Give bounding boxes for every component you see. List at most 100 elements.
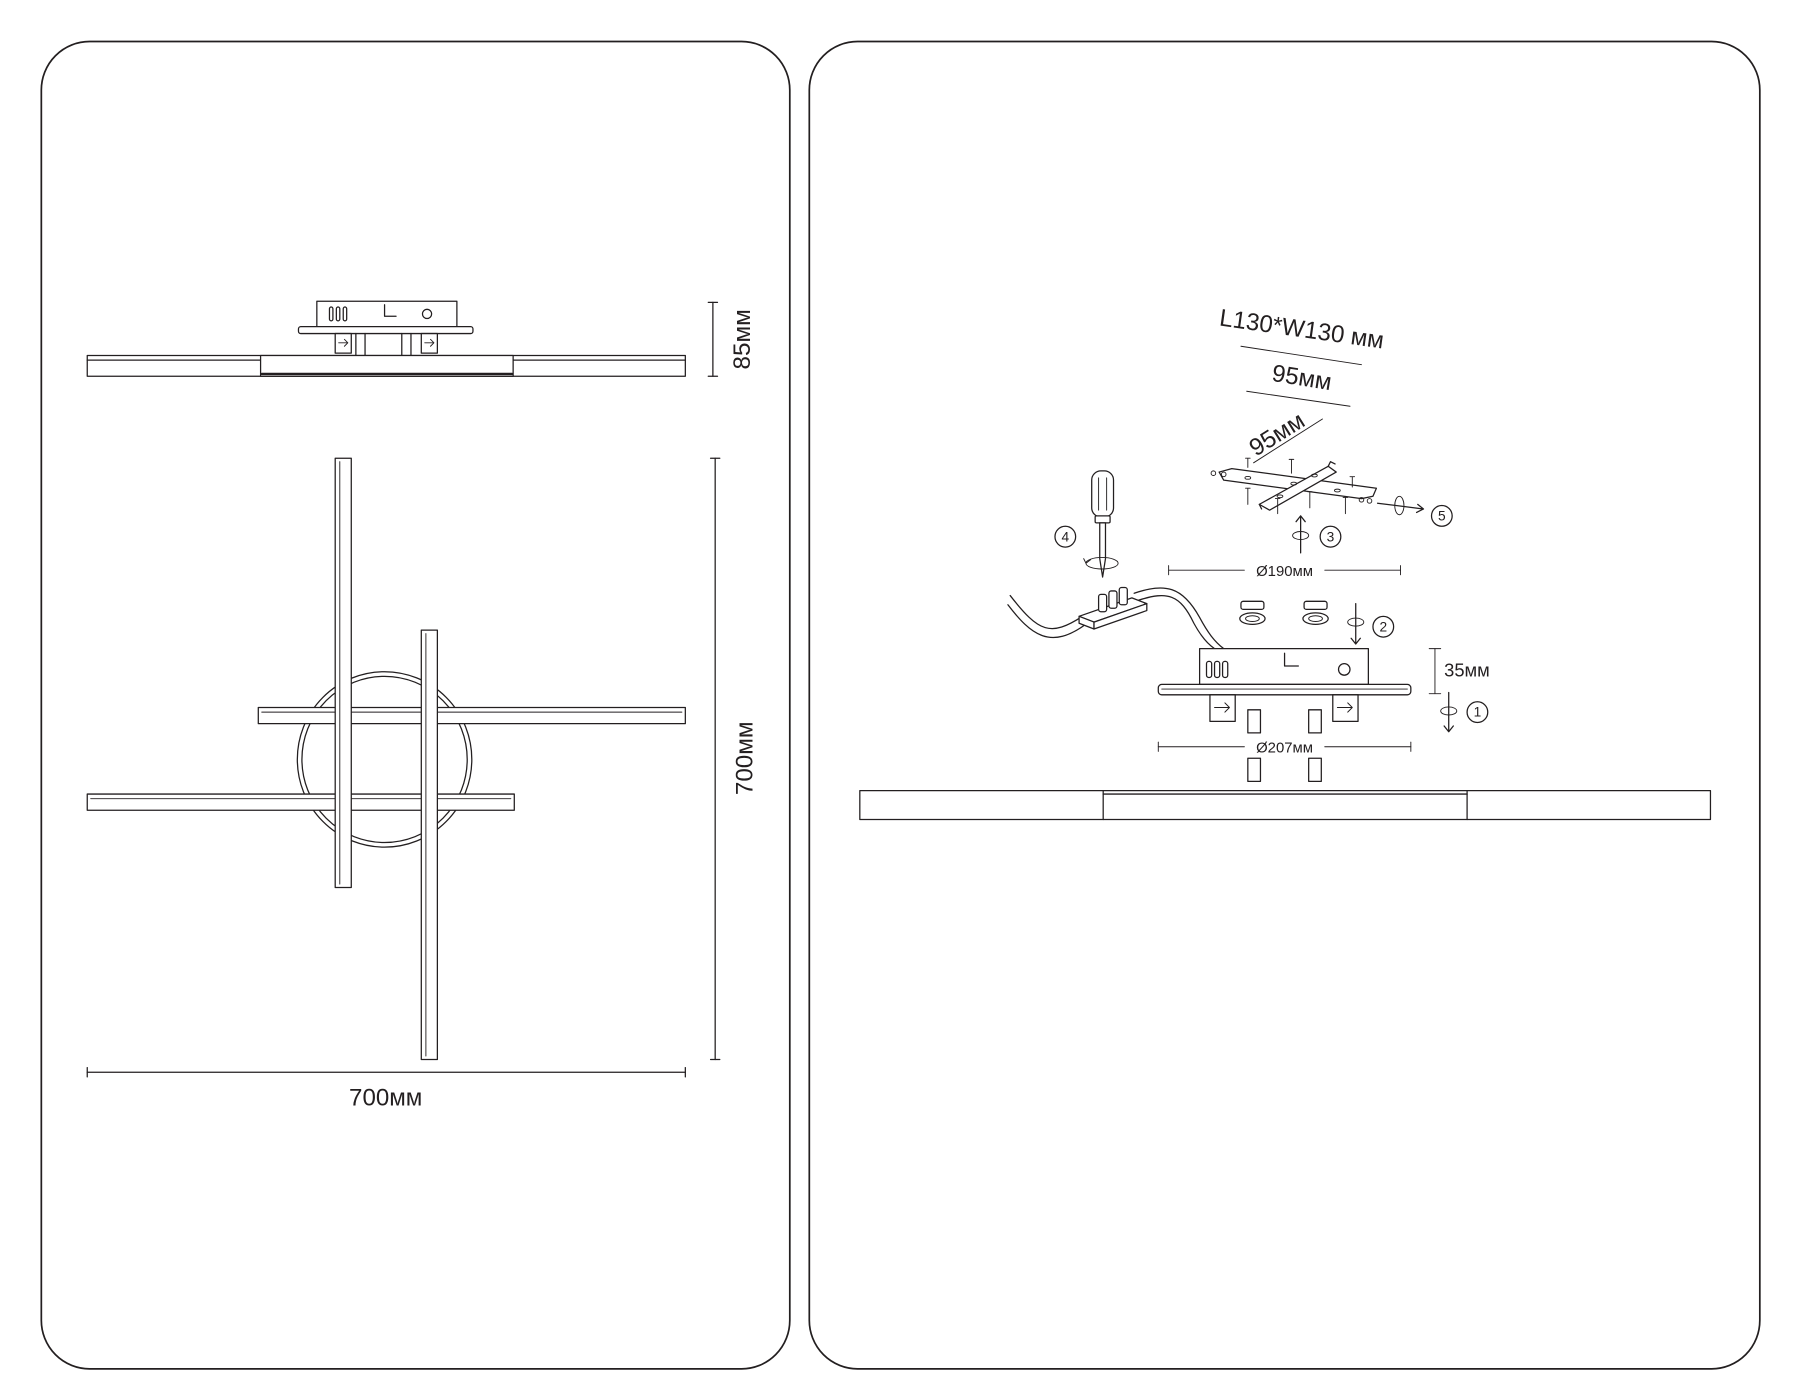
plate-side-screw	[1210, 470, 1217, 476]
vertical-screw-arrow	[1350, 602, 1361, 645]
step-3-marker: 3	[1292, 515, 1342, 554]
plan-height-label: 700мм	[732, 721, 759, 795]
plan-vertical-bar-left	[334, 457, 352, 889]
clip-arrow	[1214, 702, 1230, 713]
plate-screw	[1245, 487, 1251, 505]
side-clip	[420, 332, 439, 354]
box-height-label: 35мм	[1444, 659, 1490, 680]
bar-connector-slot	[1308, 757, 1322, 783]
side-height-label: 85мм	[729, 309, 756, 369]
left-panel: 85мм 700мм 700мм	[40, 40, 791, 1370]
rotation-arrow-icon	[1440, 706, 1458, 716]
side-ground-hole	[421, 308, 433, 320]
canopy-diameter-dimension: Ø207мм	[1157, 739, 1412, 757]
bar-connector	[1247, 709, 1262, 734]
dimension-line	[1246, 390, 1351, 407]
box-screw-head	[1240, 600, 1265, 611]
plan-horizontal-bar-lower	[86, 793, 515, 811]
step-5-marker: 5	[1376, 495, 1453, 527]
plate-screw	[1307, 491, 1313, 509]
box-screws	[1239, 600, 1329, 626]
vent-slot	[1205, 660, 1213, 679]
plan-ring-inner	[301, 675, 468, 844]
step-5-circle	[1430, 504, 1453, 527]
rotation-arrow-icon	[1394, 495, 1405, 516]
vertical-screw-arrow	[1295, 515, 1306, 554]
rotation-arrow-icon	[1347, 617, 1365, 627]
plate-screw	[1349, 476, 1356, 488]
side-clip-arrow	[424, 338, 435, 347]
terminal-screw	[1108, 590, 1118, 609]
screwdriver-shaft	[1099, 522, 1107, 578]
canopy-clip	[1332, 694, 1359, 722]
plate-screw	[1245, 457, 1251, 468]
side-view	[86, 300, 686, 377]
power-cable	[1007, 604, 1088, 639]
plate-cross-arm	[1258, 465, 1337, 511]
box-screw-washer	[1239, 612, 1266, 626]
plan-view	[86, 457, 686, 1061]
plate-screw	[1342, 496, 1349, 515]
step-3-number: 3	[1327, 528, 1335, 544]
step-2-number: 2	[1379, 618, 1387, 634]
side-clip-arrow	[338, 338, 349, 347]
vertical-screw-arrow	[1443, 691, 1454, 733]
side-vent-slot	[328, 306, 334, 322]
base-diameter-dimension: Ø190мм	[1168, 563, 1401, 580]
box-screw-washer-hole	[1245, 615, 1260, 622]
canopy-plate	[1157, 683, 1412, 696]
plan-height-dimension: 700мм	[709, 457, 759, 1061]
dimension-line	[1253, 418, 1323, 464]
clip-arrow	[1336, 702, 1353, 713]
plan-width-dimension: 700мм	[86, 1066, 686, 1112]
left-panel-frame	[40, 40, 791, 1370]
rotation-arrowhead	[1083, 558, 1092, 564]
dimension-line	[1240, 345, 1362, 366]
box-screw-washer-hole	[1308, 615, 1323, 622]
bar-connector	[1308, 709, 1322, 734]
rotation-arrow-icon	[1292, 531, 1310, 541]
box-screw-washer	[1302, 612, 1329, 626]
ground-hole	[1337, 663, 1351, 676]
side-clip	[334, 332, 352, 354]
lamp-cable	[1138, 594, 1216, 650]
right-panel: L130*W130 мм 95мм 95мм	[808, 40, 1761, 1370]
plate-hole	[1290, 481, 1298, 486]
plate-hole	[1276, 494, 1284, 499]
side-light-bar-center	[259, 354, 514, 377]
bar-connector-slot	[1247, 757, 1262, 783]
vent-slot	[1221, 660, 1229, 679]
step-1-number: 1	[1474, 704, 1482, 720]
side-cable-clamp	[383, 304, 397, 317]
screwdriver-collar	[1094, 515, 1111, 524]
plate-hole	[1311, 473, 1318, 478]
box-screw-head	[1303, 600, 1328, 611]
plate-screw	[1274, 498, 1281, 515]
plate-hole	[1244, 475, 1252, 480]
plate-hook	[1327, 461, 1336, 467]
installation-light-bar	[859, 789, 1712, 821]
side-screw-arrow	[1376, 502, 1425, 514]
cable-clamp	[1283, 652, 1299, 667]
mounting-cross-plate	[1210, 457, 1378, 515]
plate-hole	[1334, 488, 1341, 493]
terminal-screw	[1118, 586, 1128, 606]
step-4-circle	[1054, 525, 1077, 548]
step-1-circle	[1466, 701, 1489, 724]
power-cable	[1009, 594, 1084, 630]
terminal-block-side	[1093, 602, 1148, 630]
light-bar-body	[859, 789, 1712, 821]
step-2-marker: 2	[1347, 602, 1395, 645]
side-vent-slot	[342, 306, 348, 322]
step-1-marker: 1	[1440, 691, 1489, 733]
plate-side-screw	[1366, 498, 1373, 504]
side-vent-slot	[335, 306, 341, 322]
side-canopy-plate	[297, 325, 474, 335]
step-5-number: 5	[1438, 507, 1446, 523]
box-height-dimension: 35мм	[1428, 648, 1490, 695]
installation-box	[1157, 648, 1412, 783]
right-panel-frame	[808, 40, 1761, 1370]
plate-hook	[1258, 503, 1263, 510]
screwdriver: 4	[1054, 470, 1119, 578]
